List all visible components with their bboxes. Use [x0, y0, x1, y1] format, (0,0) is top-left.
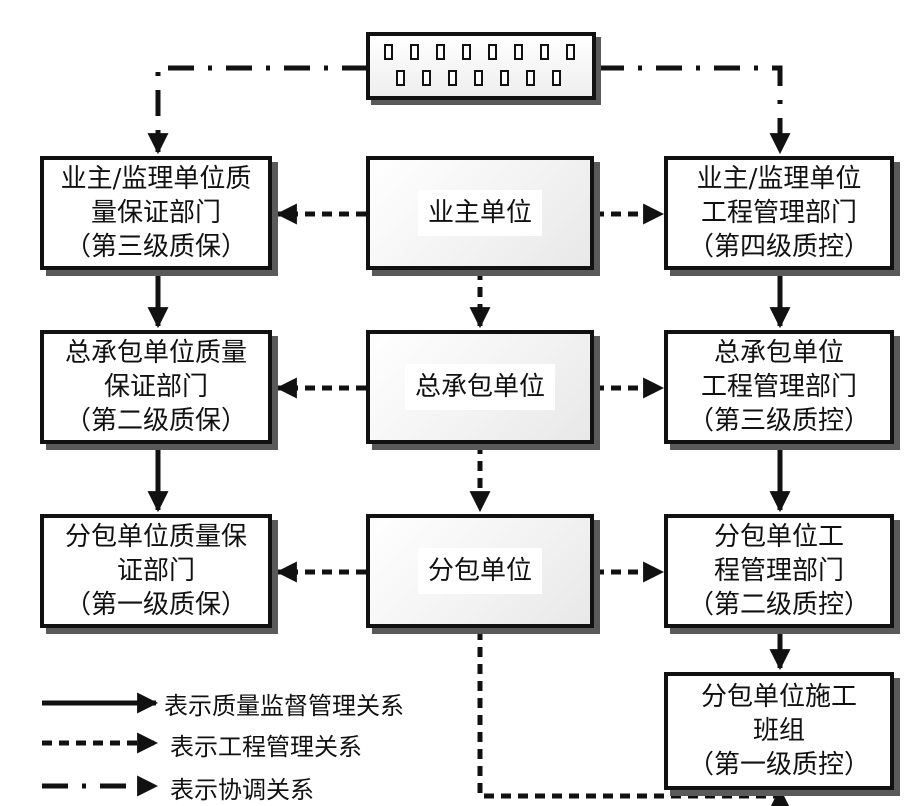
- owner-unit-label: 业主单位: [427, 198, 532, 228]
- bar-slot: [396, 70, 405, 86]
- sub-qa-line-1: 分包单位质量保: [64, 522, 247, 552]
- subcontractor-box: 分包单位: [366, 514, 594, 628]
- gc-qa-line-1: 总承包单位质量: [64, 338, 247, 368]
- coordination-line-right: [598, 65, 791, 155]
- bar-slot: [462, 44, 471, 60]
- gc-eng-line-2: 工程管理部门: [700, 372, 857, 402]
- team-line-1: 分包单位施工: [700, 682, 857, 712]
- gc-qa-dept-box: 总承包单位质量 保证部门 （第二级质保）: [40, 330, 272, 444]
- sub-qa-line-2: 证部门: [116, 556, 195, 586]
- bar-slot: [566, 44, 575, 60]
- bar-slot: [526, 70, 535, 86]
- gc-eng-dept-box: 总承包单位 工程管理部门 （第三级质控）: [664, 330, 894, 444]
- gc-qa-line-3: （第二级质保）: [64, 406, 247, 436]
- sub-qa-dept-box: 分包单位质量保 证部门 （第一级质保）: [40, 514, 272, 628]
- team-line-2: 班组: [752, 716, 805, 746]
- bar-slot: [540, 44, 549, 60]
- gc-eng-line-3: （第三级质控）: [687, 406, 870, 436]
- sub-eng-line-3: （第二级质控）: [687, 590, 870, 620]
- construction-team-box: 分包单位施工 班组 （第一级质控）: [664, 672, 894, 790]
- coordination-line-left: [147, 65, 368, 155]
- bar-slot: [500, 70, 509, 86]
- bar-slot: [488, 44, 497, 60]
- owner-eng-line-1: 业主/监理单位: [696, 164, 862, 194]
- gc-eng-line-1: 总承包单位: [713, 338, 844, 368]
- coordination-meeting-bar: [366, 32, 596, 100]
- owner-eng-line-2: 工程管理部门: [700, 198, 857, 228]
- sub-eng-dept-box: 分包单位工 程管理部门 （第二级质控）: [664, 514, 894, 628]
- mgmt-arrow-sub-team: [477, 630, 791, 806]
- sub-qa-line-3: （第一级质保）: [64, 590, 247, 620]
- bar-slot: [514, 44, 523, 60]
- owner-qa-line-1: 业主/监理单位质: [60, 164, 252, 194]
- sub-eng-line-2: 程管理部门: [713, 556, 844, 586]
- bar-slot: [448, 70, 457, 86]
- legend-dashed-text: 表示工程管理关系: [170, 733, 362, 761]
- owner-qa-line-3: （第三级质保）: [64, 232, 247, 262]
- gc-qa-line-2: 保证部门: [103, 372, 208, 402]
- owner-qa-dept-box: 业主/监理单位质 量保证部门 （第三级质保）: [40, 156, 272, 270]
- general-contractor-label: 总承包单位: [414, 372, 545, 402]
- bar-slot: [410, 44, 419, 60]
- bar-slot: [436, 44, 445, 60]
- bar-slot: [384, 44, 393, 60]
- subcontractor-label: 分包单位: [427, 556, 532, 586]
- owner-eng-dept-box: 业主/监理单位 工程管理部门 （第四级质控）: [664, 156, 894, 270]
- legend-solid-text: 表示质量监督管理关系: [164, 692, 404, 720]
- owner-qa-line-2: 量保证部门: [90, 198, 221, 228]
- owner-unit-box: 业主单位: [366, 156, 594, 270]
- general-contractor-box: 总承包单位: [366, 330, 594, 444]
- bar-slot: [474, 70, 483, 86]
- bar-slot: [552, 70, 561, 86]
- legend-dashdot-text: 表示协调关系: [170, 776, 314, 804]
- sub-eng-line-1: 分包单位工: [713, 522, 844, 552]
- owner-eng-line-3: （第四级质控）: [687, 232, 870, 262]
- team-line-3: （第一级质控）: [687, 750, 870, 780]
- bar-slot: [422, 70, 431, 86]
